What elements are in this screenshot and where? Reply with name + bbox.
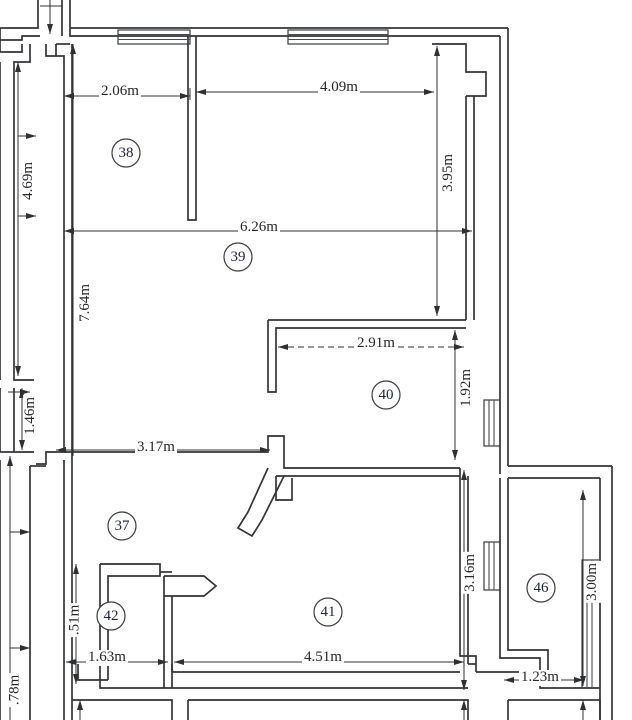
dimension-label-1-92m: 1.92m [458, 366, 475, 409]
dimension-label-4-51m: 4.51m [302, 649, 344, 666]
dimension-bottom-cutoff-left [77, 700, 83, 720]
room-label-39: 39 [230, 249, 246, 265]
dimension-label-4-09m: 4.09m [318, 79, 360, 96]
dimension-label-1-63m: 1.63m [86, 649, 128, 666]
wall-group-interior [64, 36, 600, 689]
room-number-circle-46 [526, 573, 556, 603]
window-symbol-right-lower [483, 541, 501, 591]
wall-group-bottom-cutoff [72, 699, 601, 720]
room-label-46: 46 [533, 580, 549, 596]
room-label-38: 38 [118, 145, 134, 161]
dimension-3-00m [580, 490, 586, 686]
dimension-1-92m [452, 330, 458, 460]
room-number-circle-37 [107, 511, 137, 541]
dimension-label-2-06m: 2.06m [99, 83, 141, 100]
wall-group-outer [0, 0, 613, 720]
room-number-circles [96, 138, 556, 631]
room-label-37: 37 [114, 518, 130, 534]
dimension-label-3-16m: 3.16m [462, 551, 479, 594]
dimension-label-6-26m: 6.26m [238, 219, 280, 236]
room-number-circle-40 [371, 380, 401, 410]
dimension-label-0-78m: .78m [6, 672, 24, 708]
dimension-bottom-cutoff-right [580, 700, 586, 720]
dimension-label-3-17m: 3.17m [135, 439, 177, 456]
room-label-40: 40 [378, 387, 394, 403]
dimension-label-1-23m: 1.23m [519, 669, 561, 686]
room-number-circle-41 [313, 597, 343, 627]
room-number-circle-39 [223, 242, 253, 272]
dimension-label-3-00m: 3.00m [584, 560, 601, 603]
room-label-42: 42 [103, 608, 119, 624]
dimension-label-2-91m: 2.91m [355, 335, 397, 352]
dimension-label-4-69m: 4.69m [20, 159, 37, 202]
dimension-7-64m [70, 44, 76, 456]
dimension-4-69m [15, 62, 36, 376]
dimension-top-cutoff [40, 0, 62, 34]
room-number-circle-38 [111, 138, 141, 168]
door-leaf-symbol [236, 467, 285, 538]
dimension-label-1-46m: 1.46m [22, 394, 39, 437]
room-label-41: 41 [320, 604, 336, 620]
room-number-circle-42 [96, 601, 126, 631]
window-symbol-top-right [287, 29, 389, 45]
dimension-label-1-51m: .51m [66, 602, 84, 638]
dimension-label-3-95m: 3.95m [440, 151, 457, 194]
dimension-3-95m [434, 46, 440, 316]
dimension-4-09m [196, 89, 434, 95]
window-symbol-top-left [117, 29, 191, 45]
window-symbol-right-upper [483, 399, 501, 447]
dimension-bottom-cutoff-mid [461, 700, 467, 720]
dimension-label-7-64m: 7.64m [77, 281, 94, 324]
